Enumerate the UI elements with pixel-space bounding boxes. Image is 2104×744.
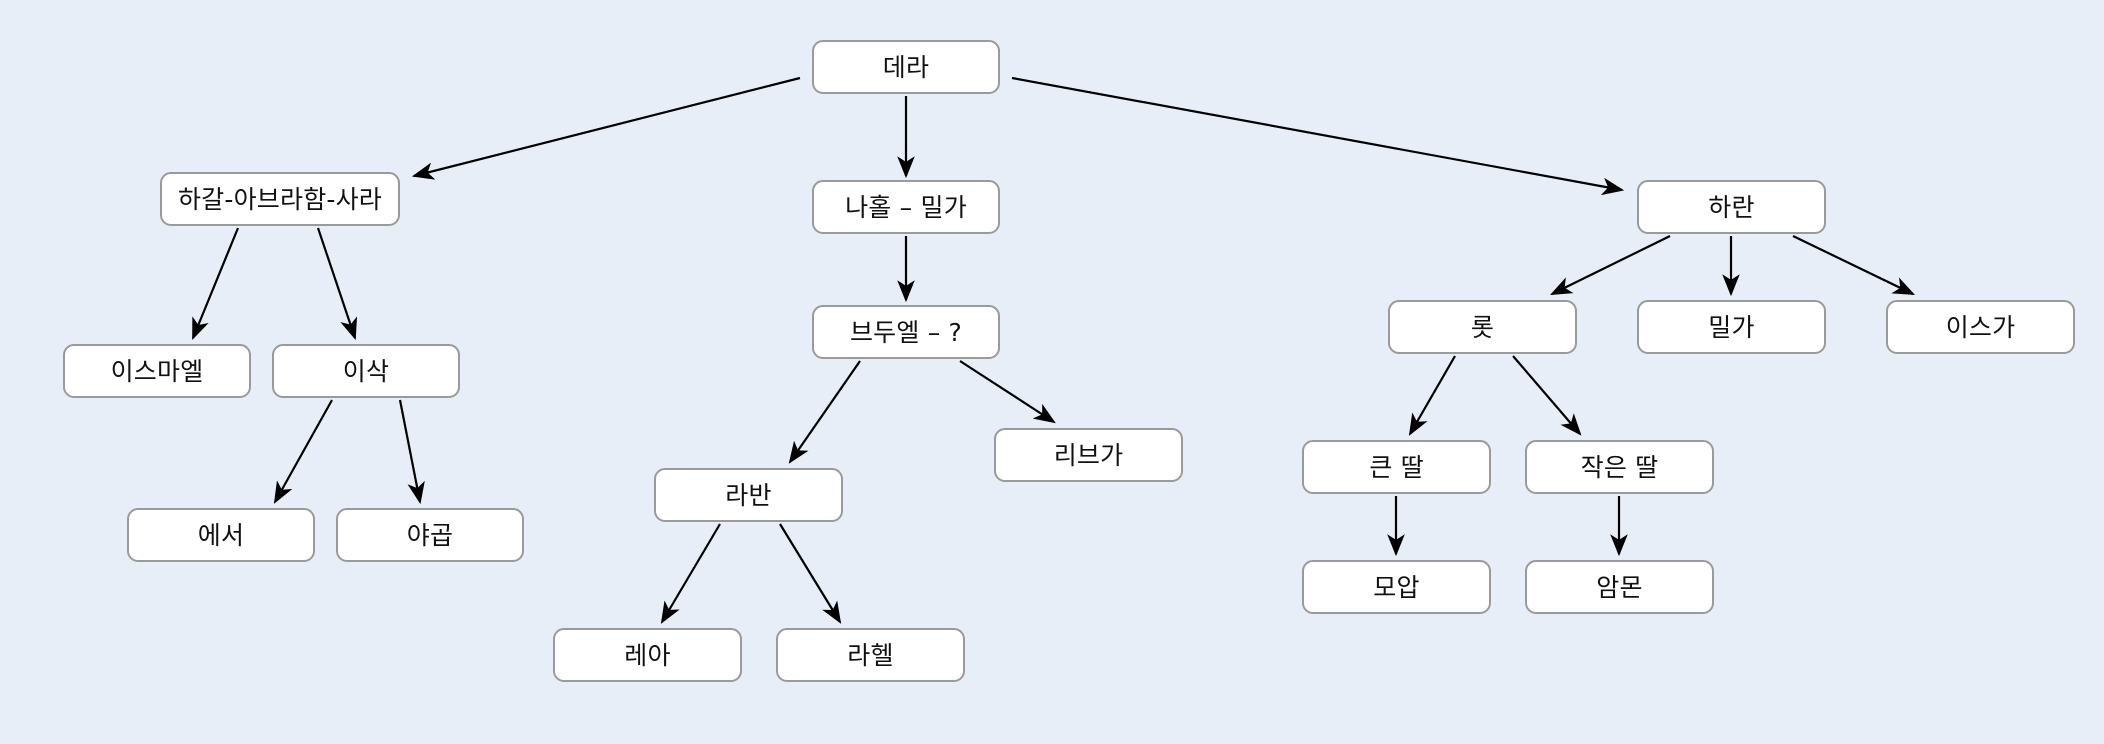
node-label-bethuel: 브두엘 – ? — [849, 317, 963, 347]
edge-abraham-to-isaac — [316, 227, 358, 341]
node-label-ishmael: 이스마엘 — [110, 356, 204, 386]
node-label-esau: 에서 — [197, 520, 245, 550]
node-laban[interactable]: 라반 — [654, 468, 843, 522]
node-rachel[interactable]: 라헬 — [776, 628, 965, 682]
edge-terah-to-haran — [1011, 76, 1625, 196]
node-label-haran: 하란 — [1708, 192, 1755, 222]
edge-bethuel-to-laban — [788, 360, 861, 464]
node-label-jacob: 야곱 — [406, 520, 454, 550]
node-label-younger-daughter: 작은 딸 — [1580, 452, 1659, 482]
node-isaac[interactable]: 이삭 — [272, 344, 460, 398]
node-label-nahor: 나홀 – 밀가 — [845, 192, 967, 222]
node-jacob[interactable]: 야곱 — [336, 508, 524, 562]
edge-bethuel-to-rebekah — [959, 360, 1056, 424]
edge-lot-to-elder-daughter — [1408, 355, 1456, 436]
edge-terah-to-abraham — [411, 76, 801, 180]
node-moab[interactable]: 모압 — [1302, 560, 1491, 614]
node-esau[interactable]: 에서 — [127, 508, 315, 562]
node-label-iscah: 이스가 — [1945, 312, 2016, 342]
node-haran[interactable]: 하란 — [1637, 180, 1826, 234]
edge-abraham-to-ishmael — [191, 227, 240, 341]
edge-haran-to-iscah — [1792, 235, 1915, 295]
node-rebekah[interactable]: 리브가 — [994, 428, 1183, 482]
node-label-milcah: 밀가 — [1708, 312, 1755, 342]
node-label-rachel: 라헬 — [847, 640, 894, 670]
node-bethuel[interactable]: 브두엘 – ? — [812, 305, 1000, 359]
edge-laban-to-rachel — [779, 523, 842, 624]
edge-lot-to-younger-daughter — [1512, 355, 1582, 436]
node-elder-daughter[interactable]: 큰 딸 — [1302, 440, 1491, 494]
node-label-abraham: 하갈-아브라함-사라 — [177, 184, 383, 214]
node-label-isaac: 이삭 — [342, 356, 390, 386]
node-iscah[interactable]: 이스가 — [1886, 300, 2075, 354]
edge-isaac-to-jacob — [398, 399, 425, 505]
node-label-laban: 라반 — [725, 480, 772, 510]
edge-laban-to-leah — [660, 523, 721, 624]
node-ammon[interactable]: 암몬 — [1525, 560, 1714, 614]
edge-haran-to-lot — [1550, 235, 1671, 295]
node-ishmael[interactable]: 이스마엘 — [63, 344, 251, 398]
node-label-terah: 데라 — [882, 52, 930, 82]
node-nahor[interactable]: 나홀 – 밀가 — [812, 180, 1000, 234]
node-milcah[interactable]: 밀가 — [1637, 300, 1826, 354]
node-label-moab: 모압 — [1373, 572, 1420, 602]
node-label-elder-daughter: 큰 딸 — [1369, 452, 1424, 482]
node-younger-daughter[interactable]: 작은 딸 — [1525, 440, 1714, 494]
node-terah[interactable]: 데라 — [812, 40, 1000, 94]
node-leah[interactable]: 레아 — [553, 628, 742, 682]
node-label-leah: 레아 — [624, 640, 671, 670]
node-label-lot: 롯 — [1470, 312, 1495, 342]
node-lot[interactable]: 롯 — [1388, 300, 1577, 354]
node-label-rebekah: 리브가 — [1053, 440, 1124, 470]
node-label-ammon: 암몬 — [1596, 572, 1643, 602]
edge-isaac-to-esau — [273, 399, 333, 504]
node-abraham[interactable]: 하갈-아브라함-사라 — [160, 172, 400, 226]
